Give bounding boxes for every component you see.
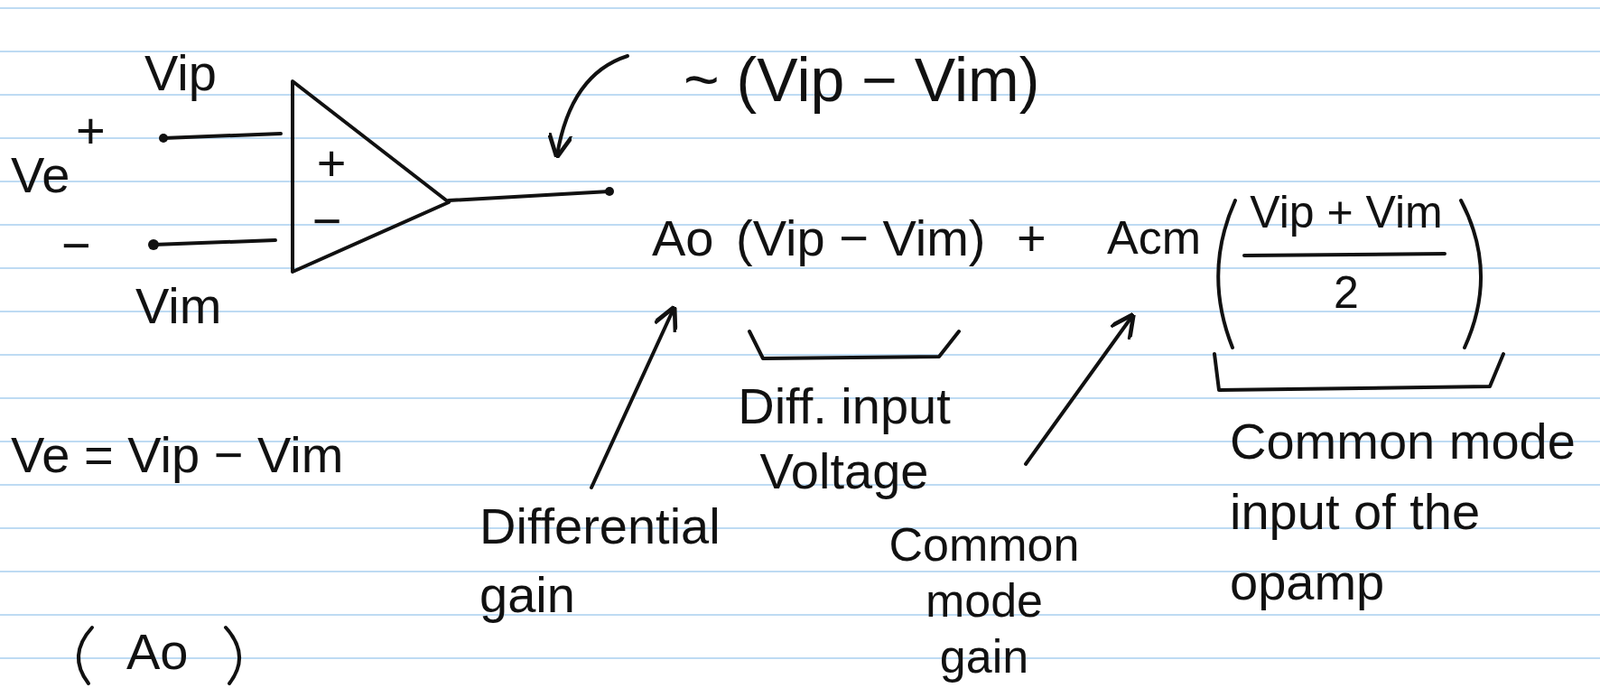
ruled-line	[0, 310, 1600, 313]
gain-symbol: Ao	[126, 621, 189, 682]
paren	[225, 627, 240, 684]
note: ~ (Vip − Vim)	[683, 43, 1040, 118]
polarity-sign: −	[61, 220, 92, 271]
annotation: Common mode gain	[882, 516, 1087, 685]
leader-arrow	[557, 55, 628, 156]
input-sign: −	[312, 195, 343, 247]
formula-term: (Vip − Vim)	[735, 207, 986, 269]
leader-arrow	[1025, 316, 1133, 465]
annotation: Diff. input Voltage	[695, 373, 994, 504]
signal-name: Ve	[10, 144, 70, 205]
gain-symbol: Ao	[651, 207, 715, 269]
leader-arrow	[591, 308, 674, 488]
fraction-bar	[1244, 253, 1445, 256]
polarity-sign: +	[75, 105, 106, 157]
terminal-dot	[158, 133, 168, 143]
big-paren	[1460, 200, 1481, 348]
annotation: Common mode input of the opamp	[1229, 406, 1596, 618]
gain-symbol: Acm	[1106, 209, 1201, 266]
signal-name: Vim	[135, 275, 222, 336]
fraction-numerator: Vip + Vim	[1247, 185, 1445, 240]
big-paren	[1218, 200, 1236, 348]
fraction-denominator: 2	[1247, 265, 1445, 320]
underbrace	[749, 331, 959, 359]
annotation: Differential gain	[479, 492, 751, 630]
output-wire	[448, 191, 610, 201]
equation: Ve = Vip − Vim	[10, 424, 344, 485]
ruled-line	[0, 180, 1600, 183]
input-wire	[153, 240, 276, 245]
ruled-line	[0, 613, 1600, 616]
opamp-triangle: +−	[290, 79, 449, 274]
formula-operator: +	[1016, 207, 1047, 269]
terminal-dot	[148, 239, 159, 251]
ruled-line	[0, 267, 1600, 270]
signal-name: Vip	[144, 42, 217, 103]
paren	[78, 627, 93, 684]
input-wire	[163, 133, 281, 139]
triangle-path	[292, 81, 449, 272]
ruled-line	[0, 7, 1600, 10]
terminal-dot	[604, 186, 614, 196]
underbrace	[1214, 353, 1504, 391]
ruled-line	[0, 353, 1600, 356]
input-sign: +	[316, 138, 347, 189]
ruled-line	[0, 137, 1600, 140]
